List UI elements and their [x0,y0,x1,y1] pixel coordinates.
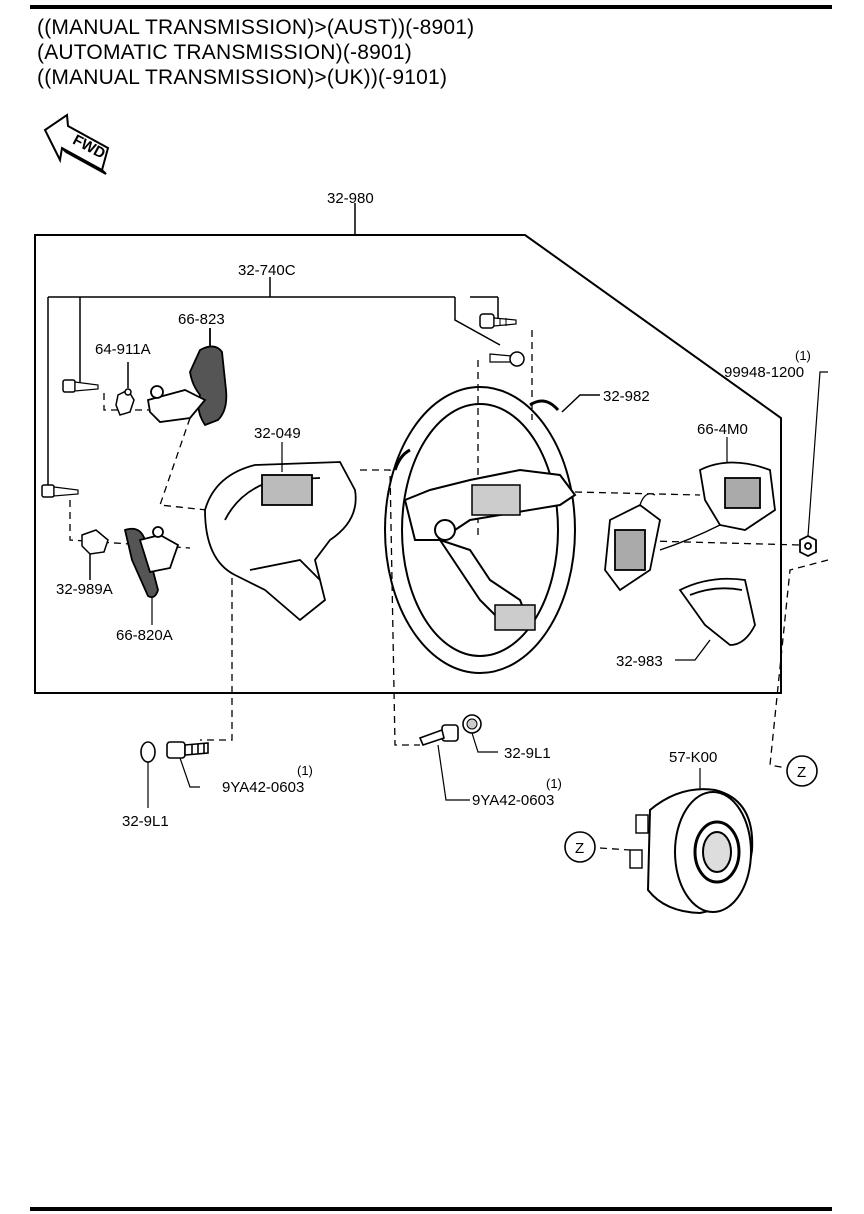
top-rule [30,5,832,9]
airbag-57-k00 [629,768,754,915]
label-66-4m0: 66-4M0 [697,421,748,438]
label-64-911a: 64-911A [95,341,151,358]
bolt-right [418,724,470,801]
label-bolt-left-qty: (1) [297,763,313,778]
label-66-823: 66-823 [178,311,225,328]
label-32-9l1-right: 32-9L1 [504,745,551,762]
assembly-frame [34,203,782,694]
bolt-left [166,741,209,788]
header-line-1: ((MANUAL TRANSMISSION)>(AUST))(-8901) [37,16,475,39]
label-99948-1200: 99948-1200 [724,364,804,381]
screw-mid-right [489,351,525,367]
screw-top-right [479,313,517,329]
bottom-rule [30,1207,832,1211]
label-32-982: 32-982 [603,388,650,405]
paddle-lever-66-823 [146,328,228,427]
rear-cover-32-049 [204,442,357,622]
nut-99948-1200 [799,371,828,558]
steering-wheel-32-982 [384,386,577,674]
clip-64-911a [115,362,135,416]
clip-32-989a [81,529,109,580]
label-nut-qty: (1) [795,348,811,363]
label-32-983: 32-983 [616,653,663,670]
header-line-3: ((MANUAL TRANSMISSION)>(UK))(-9101) [37,66,448,89]
header-line-2: (AUTOMATIC TRANSMISSION)(-8901) [37,41,412,64]
label-32-989a: 32-989A [56,581,113,598]
label-32-049: 32-049 [254,425,301,442]
label-32-9l1-left: 32-9L1 [122,813,169,830]
label-57-k00: 57-K00 [669,749,717,766]
label-9ya42-0603-left: 9YA42-0603 [222,779,304,796]
label-66-820a: 66-820A [116,627,173,644]
reference-z-left: Z [564,831,596,863]
cap-right [462,714,498,753]
label-32-740c: 32-740C [238,262,296,279]
cap-left [140,741,156,808]
wheel-core-bracket [47,277,501,488]
leader-32-982 [561,394,600,413]
screw-left-bottom [41,484,79,498]
switch-unit-66-4m0 [604,437,776,592]
garnish-32-983 [675,577,756,661]
reference-z-right: Z [786,755,818,787]
ref-z-left-label: Z [575,840,584,857]
paddle-lever-66-820a [123,526,180,625]
label-bolt-right-qty: (1) [546,776,562,791]
fwd-arrow-icon: FWD [43,113,110,175]
ref-z-right-label: Z [797,764,806,781]
screw-left-top [62,379,99,393]
label-9ya42-0603-right: 9YA42-0603 [472,792,554,809]
label-32-980: 32-980 [327,190,374,207]
